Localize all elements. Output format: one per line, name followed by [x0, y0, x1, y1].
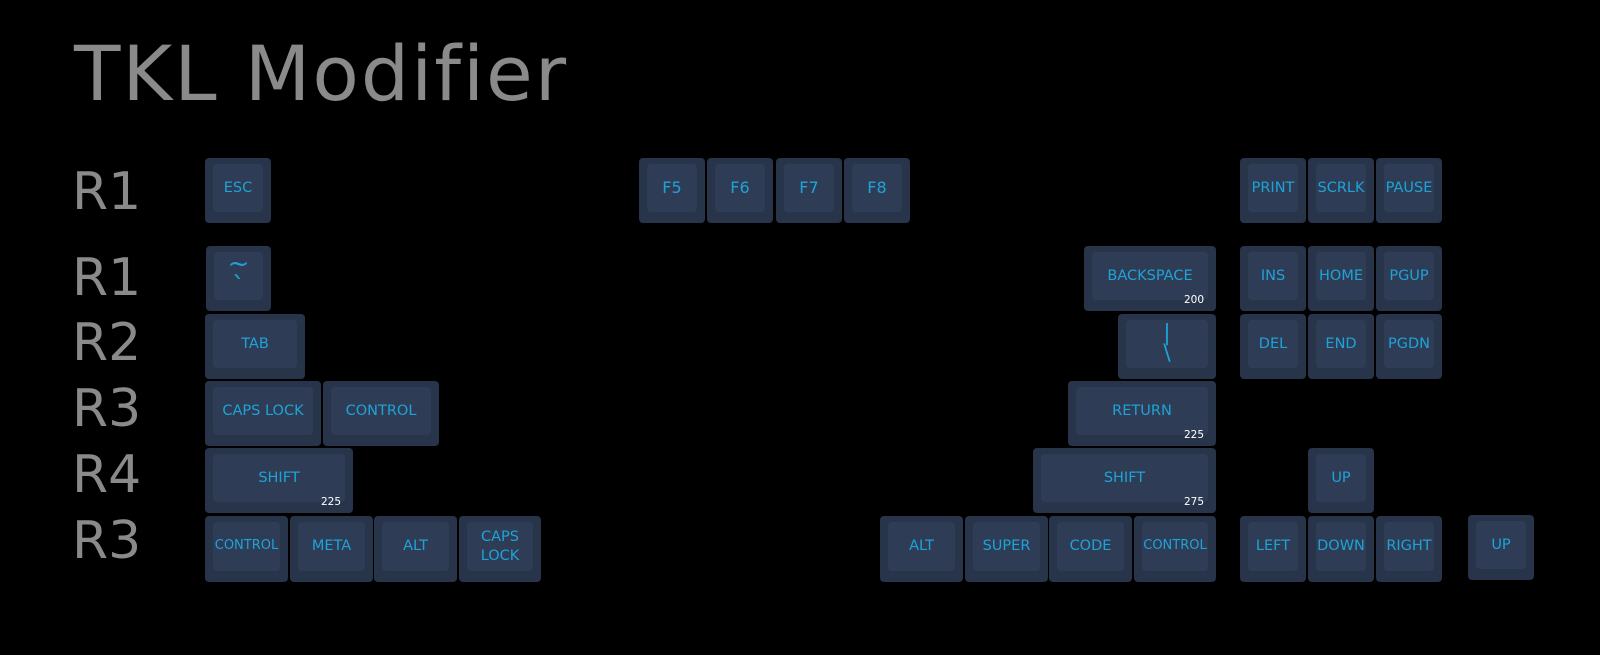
key-legend: CAPS LOCK [480, 529, 520, 564]
row-label: R1 [72, 162, 142, 222]
key-legend: ALT [909, 538, 934, 555]
page-title: TKL Modifier [74, 29, 569, 118]
key-legend: CAPS LOCK [222, 402, 304, 419]
key-legend: UP [1491, 536, 1511, 553]
row-label: R1 [72, 248, 142, 308]
keycap-f8: F8 [844, 158, 910, 223]
keycap-right: RIGHT [1376, 516, 1442, 582]
keycap-super: SUPER [965, 516, 1048, 582]
keycap-caps-lock: CAPS LOCK [205, 381, 321, 446]
key-legend: PAUSE [1385, 179, 1433, 196]
key-legend: SHIFT [1103, 469, 1146, 486]
keycap-code: CODE [1049, 516, 1132, 582]
keycap-control: CONTROL [323, 381, 439, 446]
key-size: 275 [1183, 496, 1204, 508]
key-legend: TAB [241, 335, 269, 352]
key-legend: CONTROL [1143, 538, 1207, 554]
key-size: 225 [1183, 429, 1204, 441]
key-size: 225 [320, 496, 341, 508]
keycap-end: END [1308, 314, 1374, 379]
keycap-down: DOWN [1308, 516, 1374, 582]
keycap-ins: INS [1240, 246, 1306, 311]
key-legend: SCRLK [1317, 179, 1365, 196]
row-label: R3 [72, 379, 142, 439]
row-label: R3 [72, 511, 142, 571]
keycap-meta: META [290, 516, 373, 582]
key-legend: DOWN [1317, 538, 1365, 555]
key-legend: CONTROL [214, 538, 279, 554]
keycap-pause: PAUSE [1376, 158, 1442, 223]
key-legend: ~ ` [227, 248, 250, 302]
key-legend: F5 [662, 178, 682, 197]
key-legend: PRINT [1251, 179, 1295, 196]
key-legend: ALT [403, 538, 428, 555]
key-legend: F8 [867, 178, 887, 197]
keycap-up: UP [1308, 448, 1374, 513]
key-legend: META [311, 538, 352, 555]
keycap-right-shift: SHIFT 275 [1033, 448, 1216, 513]
keycap-backspace: BACKSPACE 200 [1084, 246, 1216, 311]
keycap-tab: TAB [205, 314, 305, 379]
keycap-left: LEFT [1240, 516, 1306, 582]
key-legend: BACKSPACE [1107, 267, 1193, 284]
key-size: 200 [1183, 294, 1204, 306]
row-label: R4 [72, 445, 142, 505]
keycap-scrlk: SCRLK [1308, 158, 1374, 223]
keycap-home: HOME [1308, 246, 1374, 311]
key-legend: END [1325, 335, 1357, 352]
key-legend: F7 [799, 178, 819, 197]
keycap-left-control: CONTROL [205, 516, 288, 582]
key-legend: INS [1260, 267, 1286, 284]
key-legend: RIGHT [1386, 538, 1432, 555]
key-legend: HOME [1319, 267, 1363, 284]
keycap-tilde: ~ ` [206, 246, 271, 311]
keycap-left-alt: ALT [374, 516, 457, 582]
keycap-f7: F7 [776, 158, 842, 223]
key-legend: SUPER [982, 538, 1031, 555]
key-legend: | \ [1163, 321, 1171, 366]
keycap-right-control: CONTROL [1134, 516, 1216, 582]
key-legend: CODE [1069, 538, 1112, 555]
keycap-backslash: | \ [1118, 314, 1216, 379]
keycap-right-alt: ALT [880, 516, 963, 582]
keycap-f5: F5 [639, 158, 705, 223]
row-label: R2 [72, 313, 142, 373]
key-legend: UP [1331, 469, 1351, 486]
key-legend: SHIFT [258, 469, 300, 486]
keycap-return: RETURN 225 [1068, 381, 1216, 446]
key-legend: PGDN [1388, 335, 1430, 352]
key-legend: ESC [223, 179, 253, 196]
key-legend: F6 [730, 178, 750, 197]
key-legend: DEL [1258, 335, 1288, 352]
key-legend: RETURN [1112, 402, 1172, 419]
keycap-f6: F6 [707, 158, 773, 223]
keycap-pgdn: PGDN [1376, 314, 1442, 379]
keycap-del: DEL [1240, 314, 1306, 379]
keycap-caps-lock-bottom: CAPS LOCK [459, 516, 541, 582]
key-legend: LEFT [1255, 538, 1291, 555]
keycap-pgup: PGUP [1376, 246, 1442, 311]
keycap-print: PRINT [1240, 158, 1306, 223]
key-legend: PGUP [1389, 267, 1429, 284]
keycap-esc: ESC [205, 158, 271, 223]
keycap-left-shift: SHIFT 225 [205, 448, 353, 513]
key-legend: CONTROL [345, 402, 417, 419]
keycap-up-extra: UP [1468, 515, 1534, 580]
